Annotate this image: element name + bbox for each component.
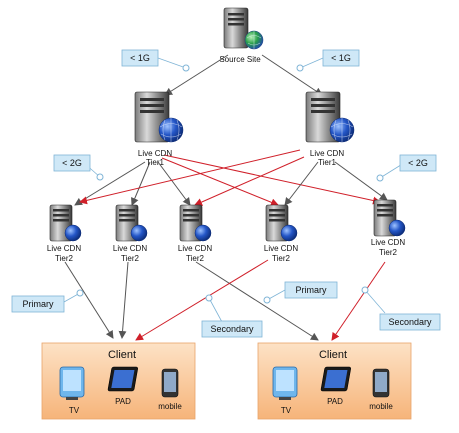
tier2-3-label-line1: Live CDN [178, 244, 212, 253]
device-label-pad: PAD [327, 397, 343, 406]
link-t1l-t2-3 [157, 161, 191, 206]
link-t2-3-client-right [195, 261, 319, 341]
device-label-tv: TV [69, 406, 80, 415]
tv-icon [272, 366, 298, 400]
callout-bw-source-left: < 1G [121, 49, 159, 67]
tier1-right-server [305, 91, 355, 143]
tier2-1-label-line1: Live CDN [47, 244, 81, 253]
links [63, 54, 405, 341]
link-source-tier1-right [261, 54, 323, 96]
callout-text: < 1G [331, 53, 351, 63]
callout-text: Secondary [388, 317, 432, 327]
marker-dot [361, 286, 369, 294]
tier1-left-label-line2: Tier1 [146, 158, 164, 167]
callout-primary-left: Primary [11, 295, 65, 313]
link-t1r-t2-5 [334, 161, 388, 201]
globe-icon [194, 224, 212, 242]
device-label-tv: TV [281, 406, 292, 415]
callout-secondary-left: Secondary [201, 320, 263, 338]
globe-icon [388, 219, 406, 237]
link-t2-2-client-left [118, 261, 129, 339]
tier2-server-2 [115, 204, 148, 242]
device-label-mobile: mobile [369, 402, 393, 411]
callout-text: < 2G [408, 158, 428, 168]
tier2-server-3 [179, 204, 212, 242]
tier2-1-label-line2: Tier2 [55, 254, 73, 263]
link-t1l-t2-4-backup [161, 157, 279, 207]
tier1-right-label-line1: Live CDN [310, 149, 344, 158]
tier2-5-label-line1: Live CDN [371, 238, 405, 247]
globe-icon [280, 224, 298, 242]
tier2-3-label-line2: Tier2 [186, 254, 204, 263]
tier2-server-5 [373, 199, 406, 237]
marker-dot [96, 173, 104, 181]
leader-bw-source-left [157, 57, 187, 69]
link-t1r-t2-1-backup [79, 149, 301, 205]
tier2-server-1 [49, 204, 82, 242]
tier1-left-label-line1: Live CDN [138, 149, 172, 158]
marker-dot [182, 64, 190, 72]
mobile-icon [161, 368, 179, 398]
source-site-label: Source Site [219, 55, 261, 64]
globe-icon [64, 224, 82, 242]
leader-bw-source-right [299, 57, 324, 69]
mobile-icon [372, 368, 390, 398]
callout-bw-source-right: < 1G [322, 49, 360, 67]
device-label-pad: PAD [115, 397, 131, 406]
link-t1r-t2-4 [284, 161, 319, 206]
tier2-5-label-line2: Tier2 [379, 248, 397, 257]
callout-text: Secondary [210, 324, 254, 334]
tablet-icon [107, 366, 138, 392]
callout-primary-right: Primary [284, 281, 338, 299]
callout-text: < 1G [130, 53, 150, 63]
tv-icon [59, 366, 85, 400]
link-t2-5-client-right-backup [331, 261, 386, 341]
tier2-2-label-line1: Live CDN [113, 244, 147, 253]
marker-dot [376, 174, 384, 182]
tier2-4-label-line1: Live CDN [264, 244, 298, 253]
link-t1l-t2-5-backup [163, 154, 381, 205]
client-title: Client [319, 349, 347, 361]
link-t1l-t2-2 [131, 161, 151, 206]
callout-text: < 2G [62, 158, 82, 168]
client-box-left: Client TV PAD mobile [41, 342, 196, 420]
tier1-right-label-line2: Tier1 [318, 158, 336, 167]
tier2-2-label-line2: Tier2 [121, 254, 139, 263]
link-t1r-t2-3-backup [194, 156, 305, 206]
device-label-mobile: mobile [158, 402, 182, 411]
tablet-icon [320, 366, 351, 392]
source-server [223, 7, 264, 50]
link-t2-4-client-left-backup [135, 259, 269, 341]
callout-text: Primary [296, 285, 327, 295]
link-t2-1-client-left [64, 261, 114, 339]
marker-dot [296, 64, 304, 72]
leader-secondary-right [364, 289, 386, 314]
callout-text: Primary [23, 299, 54, 309]
leader-secondary-left [208, 297, 223, 323]
marker-dot [263, 296, 271, 304]
globe-icon [130, 224, 148, 242]
callout-bw-tier1-left: < 2G [53, 154, 91, 172]
link-source-tier1-left [164, 54, 229, 96]
callout-secondary-right: Secondary [379, 313, 441, 331]
tier1-left-server [134, 91, 184, 143]
client-title: Client [108, 349, 136, 361]
callout-bw-tier1-right: < 2G [399, 154, 437, 172]
tier2-server-4 [265, 204, 298, 242]
tier2-4-label-line2: Tier2 [272, 254, 290, 263]
client-box-right: Client TV PAD mobile [257, 342, 412, 420]
marker-dot [205, 294, 213, 302]
marker-dot [76, 289, 84, 297]
